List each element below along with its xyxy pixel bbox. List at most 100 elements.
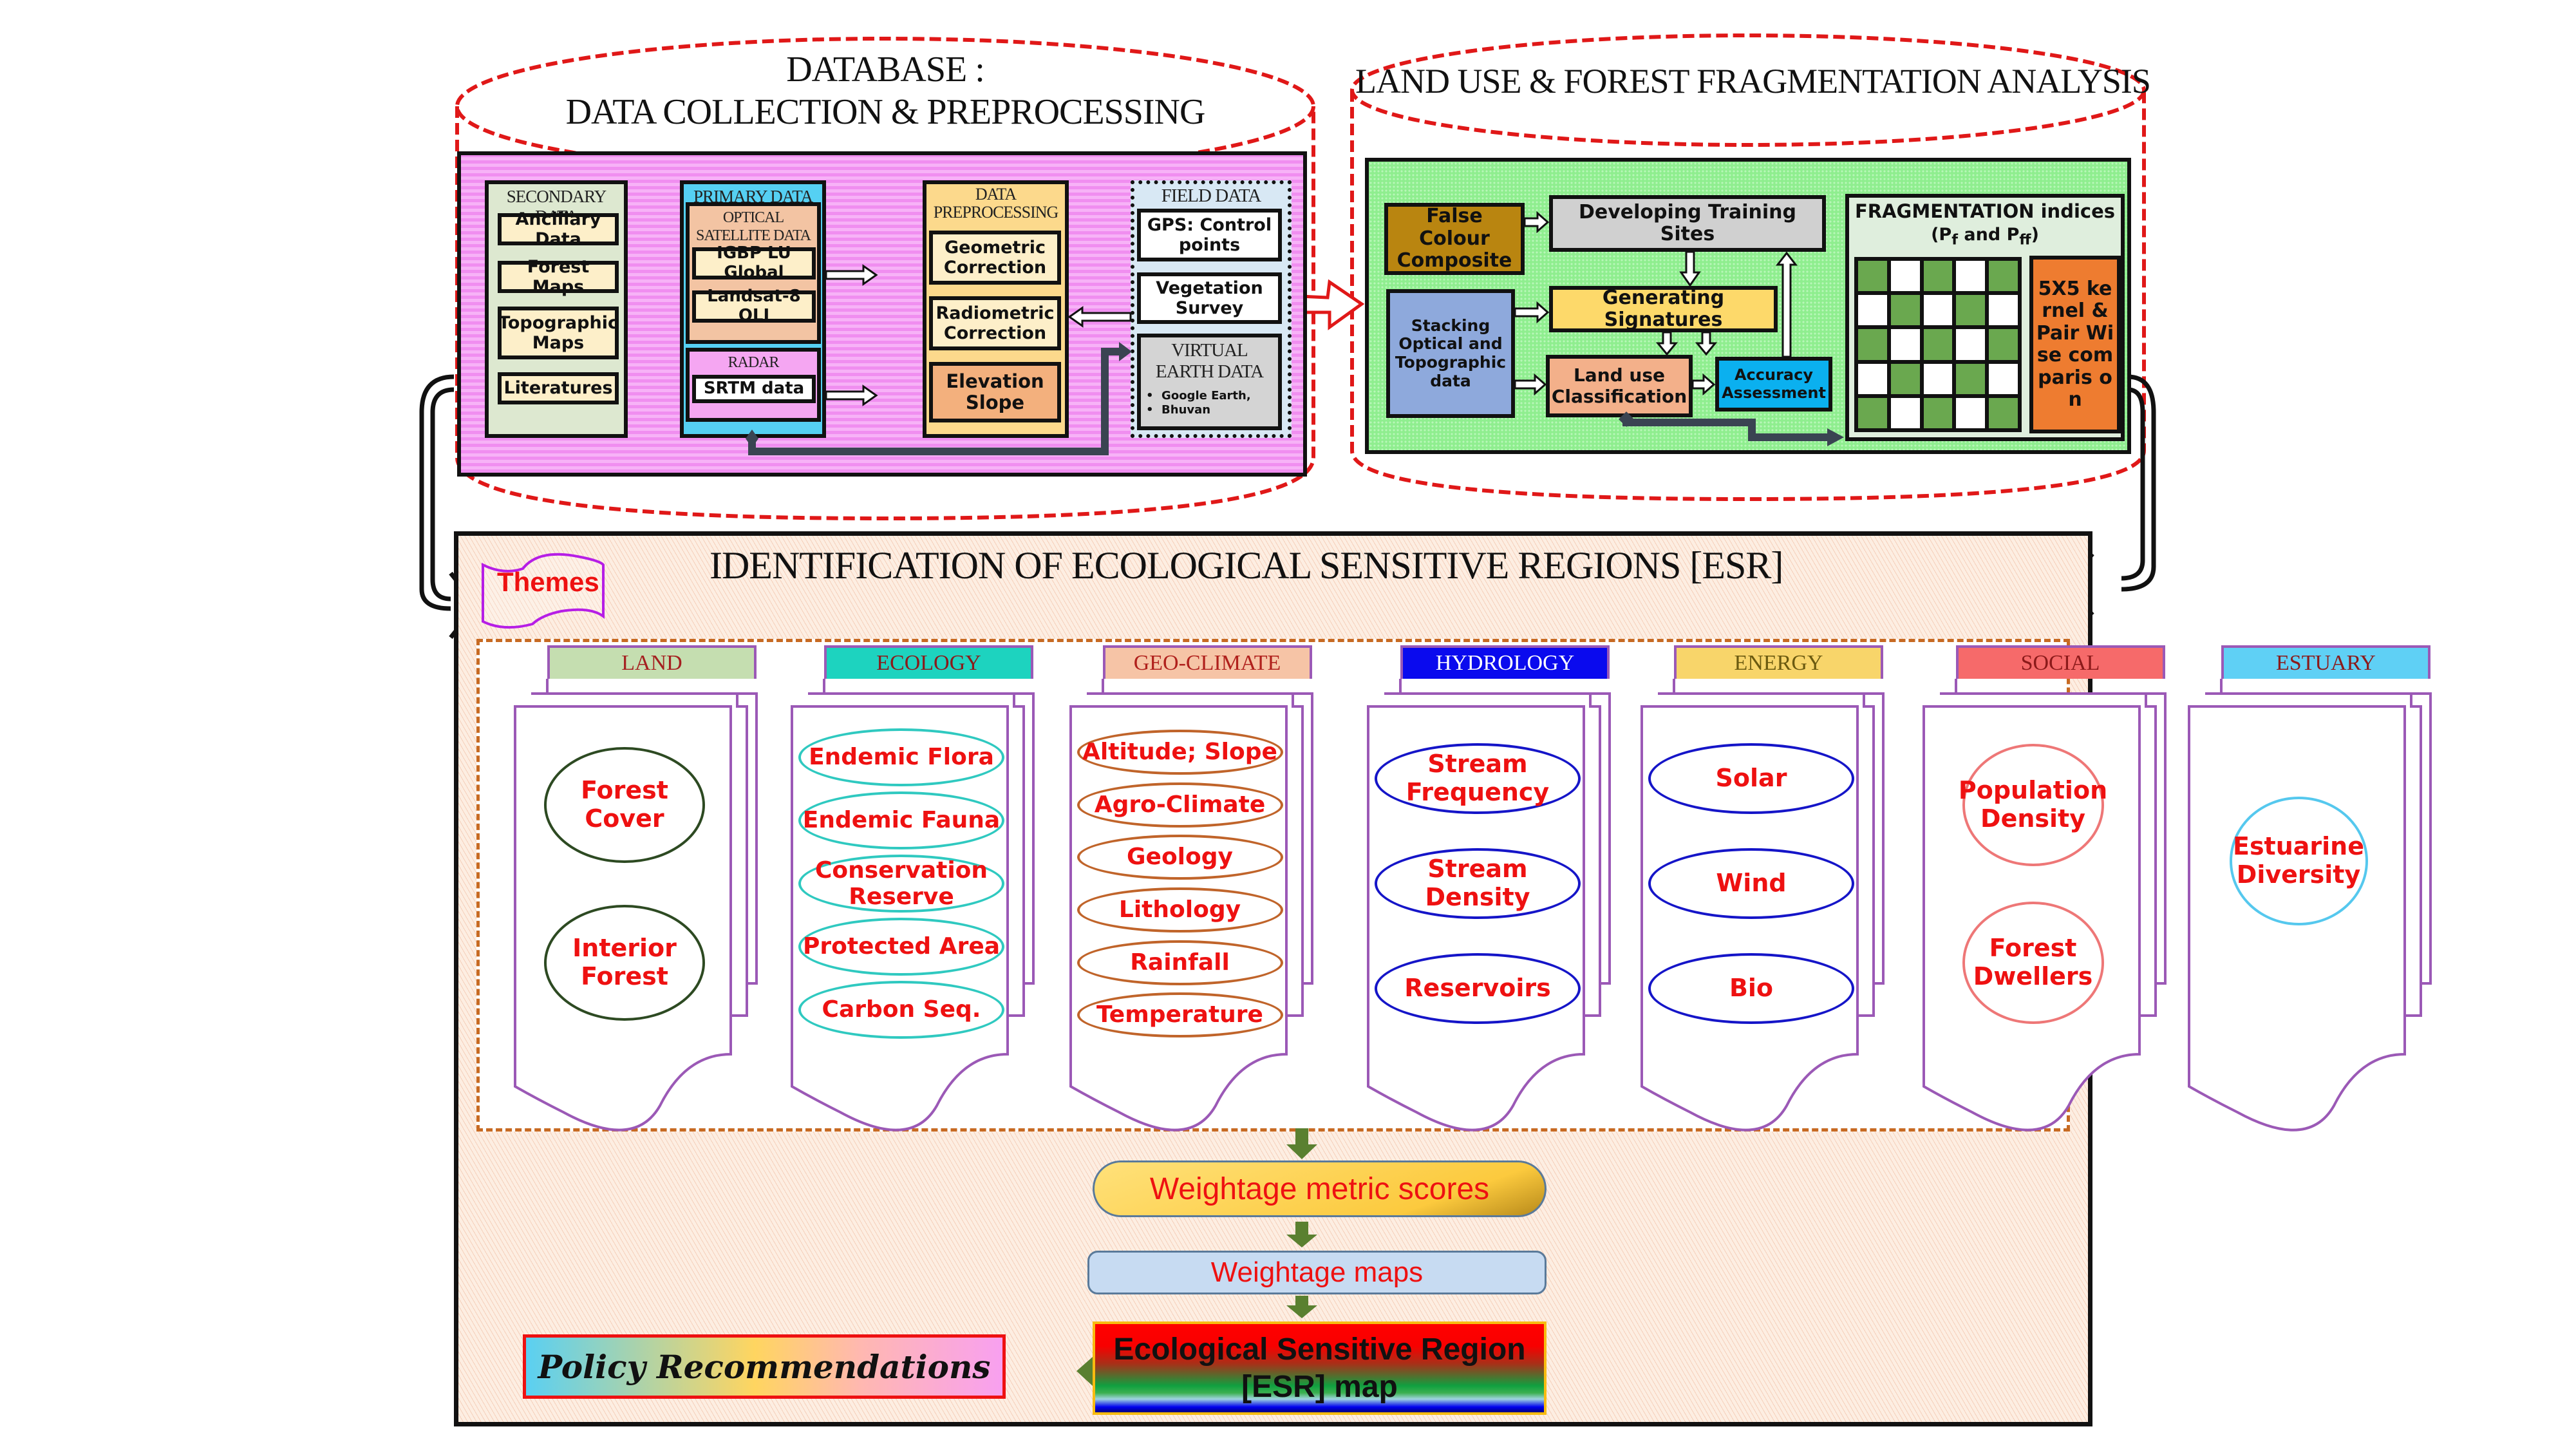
optical-satellite-label: OPTICAL SATELLITE DATA (695, 209, 811, 244)
false-colour-composite-box: False Colour Composite (1384, 203, 1525, 275)
theme-tab-land: LAND (547, 645, 757, 679)
kernel-cell-0-1 (1890, 261, 1920, 292)
theme-tab-social: SOCIAL (1955, 645, 2165, 679)
landuse-title: LAND USE & FOREST FRAGMENTATION ANALYSIS (1355, 62, 2151, 100)
database-to-esr-arrow (419, 374, 455, 611)
kernel-cell-3-2 (1923, 363, 1953, 394)
forest-maps-box: Forest Maps (498, 257, 619, 297)
gps-control-points-box: GPS: Control points (1137, 209, 1282, 261)
srtm-data-box: SRTM data (692, 375, 816, 403)
kernel-cell-1-3 (1956, 295, 1986, 326)
bhuvan-item: Bhuvan (1161, 403, 1211, 417)
virtual-earth-data-box: VIRTUAL EARTH DATA • Google Earth, • Bhu… (1137, 334, 1282, 430)
optical-to-preprocessing-arrow (825, 264, 878, 286)
vegetation-survey-box: Vegetation Survey (1137, 272, 1282, 324)
database-title-line2: DATA COLLECTION & PREPROCESSING (565, 92, 1206, 132)
elevation-slope-box: Elevation Slope (929, 362, 1061, 422)
theme-item-agro-climate: Agro-Climate (1076, 782, 1283, 828)
generating-signatures-box: Generating Signatures (1549, 286, 1778, 332)
esr-map-line1: Ecological Sensitive Region (1113, 1332, 1526, 1367)
landuse-cylinder-outline (1350, 33, 2146, 502)
database-internal-arrows (746, 264, 1132, 455)
kernel-cell-4-1 (1890, 397, 1920, 428)
field-to-preprocessing-arrow (1067, 306, 1132, 328)
optical-satellite-group: OPTICAL SATELLITE DATA IGBP LU Global La… (686, 202, 821, 344)
theme-tab-energy: ENERGY (1674, 645, 1883, 679)
database-title-line1: DATABASE : (786, 50, 985, 90)
kernel-pairwise-box: 5X5 kernel & Pair Wise comparis on (2029, 256, 2121, 433)
theme-item-conservation-reserve: Conservation Reserve (798, 855, 1004, 913)
theme-item-forest-dwellers: Forest Dwellers (1962, 901, 2104, 1024)
kernel-cell-3-0 (1858, 363, 1887, 394)
ancillary-data-box: Ancillary Data (498, 209, 619, 249)
theme-item-temperature: Temperature (1076, 992, 1283, 1038)
kernel-cell-2-2 (1923, 329, 1953, 360)
kernel-cell-0-0 (1858, 261, 1887, 292)
theme-tab-ecology: ECOLOGY (824, 645, 1033, 679)
kernel-cell-0-4 (1989, 261, 2018, 292)
database-to-landuse-arrow (1299, 279, 1365, 330)
theme-item-geology: Geology (1076, 835, 1283, 880)
stacking-data-box: Stacking Optical and Topographic data (1386, 289, 1515, 418)
esr-title: IDENTIFICATION OF ECOLOGICAL SENSITIVE R… (710, 544, 1783, 587)
kernel-cell-1-0 (1858, 295, 1887, 326)
field-data-group: FIELD DATA GPS: Control points Vegetatio… (1131, 180, 1292, 438)
preprocessing-label: DATA PREPROCESSING (933, 185, 1059, 222)
policy-recommendations-box: Policy Recommendations (523, 1334, 1006, 1399)
kernel-cell-1-2 (1923, 295, 1953, 326)
theme-item-stream-density: Stream Density (1375, 848, 1581, 919)
primary-data-group: PRIMARY DATA OPTICAL SATELLITE DATA IGBP… (680, 180, 826, 438)
landuse-internal-arrows (1514, 211, 1844, 446)
virtual-earth-list: • Google Earth, • Bhuvan (1146, 389, 1251, 417)
esr-map-box: Ecological Sensitive Region [ESR] map (1093, 1321, 1547, 1415)
google-earth-item: Google Earth, (1161, 389, 1251, 402)
kernel-cell-3-4 (1989, 363, 2018, 394)
accuracy-assessment-box: Accuracy Assessment (1715, 357, 1832, 412)
field-data-label: FIELD DATA (1161, 185, 1261, 206)
weightage-metric-scores-box: Weightage metric scores (1093, 1160, 1547, 1217)
radar-to-field-connector (748, 348, 1124, 455)
esr-panel: IDENTIFICATION OF ECOLOGICAL SENSITIVE R… (454, 531, 2432, 1426)
theme-item-endemic-flora: Endemic Flora (798, 728, 1004, 786)
secondary-data-group: SECONDARY DATA Ancillary Data Forest Map… (485, 180, 628, 438)
theme-item-rainfall: Rainfall (1076, 940, 1283, 985)
kernel-cell-3-1 (1890, 363, 1920, 394)
theme-item-protected-area: Protected Area (798, 918, 1004, 976)
themes-banner (482, 553, 605, 629)
igbp-lu-global-box: IGBP LU Global (692, 243, 816, 282)
theme-item-wind: Wind (1648, 848, 1854, 919)
geometric-correction-box: Geometric Correction (929, 231, 1061, 285)
themes-to-scores-arrow (1286, 1128, 1317, 1159)
theme-tab-geo-climate: GEO-CLIMATE (1102, 645, 1312, 679)
theme-item-bio: Bio (1648, 953, 1854, 1025)
theme-item-stream-frequency: Stream Frequency (1375, 743, 1581, 814)
kernel-cell-4-3 (1956, 397, 1986, 428)
theme-item-endemic-fauna: Endemic Fauna (798, 791, 1004, 849)
theme-tab-estuary: ESTUARY (2221, 645, 2430, 679)
kernel-cell-4-4 (1989, 397, 2018, 428)
database-panel: SECONDARY DATA Ancillary Data Forest Map… (457, 151, 1307, 477)
kernel-cell-4-2 (1923, 397, 1953, 428)
theme-item-interior-forest: Interior Forest (544, 904, 705, 1021)
preprocessing-group: DATA PREPROCESSING Geometric Correction … (923, 180, 1069, 438)
kernel-cell-2-1 (1890, 329, 1920, 360)
landsat-8-oli-box: Landsat-8 OLI (692, 287, 816, 325)
fragmentation-title: FRAGMENTATION indices (1854, 200, 2116, 222)
kernel-cell-2-3 (1956, 329, 1986, 360)
developing-training-sites-box: Developing Training Sites (1549, 195, 1826, 252)
literatures-box: Literatures (498, 372, 619, 404)
esr-map-line2: [ESR] map (1241, 1369, 1398, 1404)
database-title: DATABASE : DATA COLLECTION & PREPROCESSI… (489, 48, 1281, 133)
fragmentation-indices-group: FRAGMENTATION indices (Pf and Pff) 5X5 k… (1845, 194, 2125, 441)
topographic-maps-box: Topographic Maps (498, 307, 619, 359)
kernel-cell-4-0 (1858, 397, 1887, 428)
theme-item-lithology: Lithology (1076, 887, 1283, 933)
kernel-cell-1-1 (1890, 295, 1920, 326)
theme-item-solar: Solar (1648, 743, 1854, 814)
